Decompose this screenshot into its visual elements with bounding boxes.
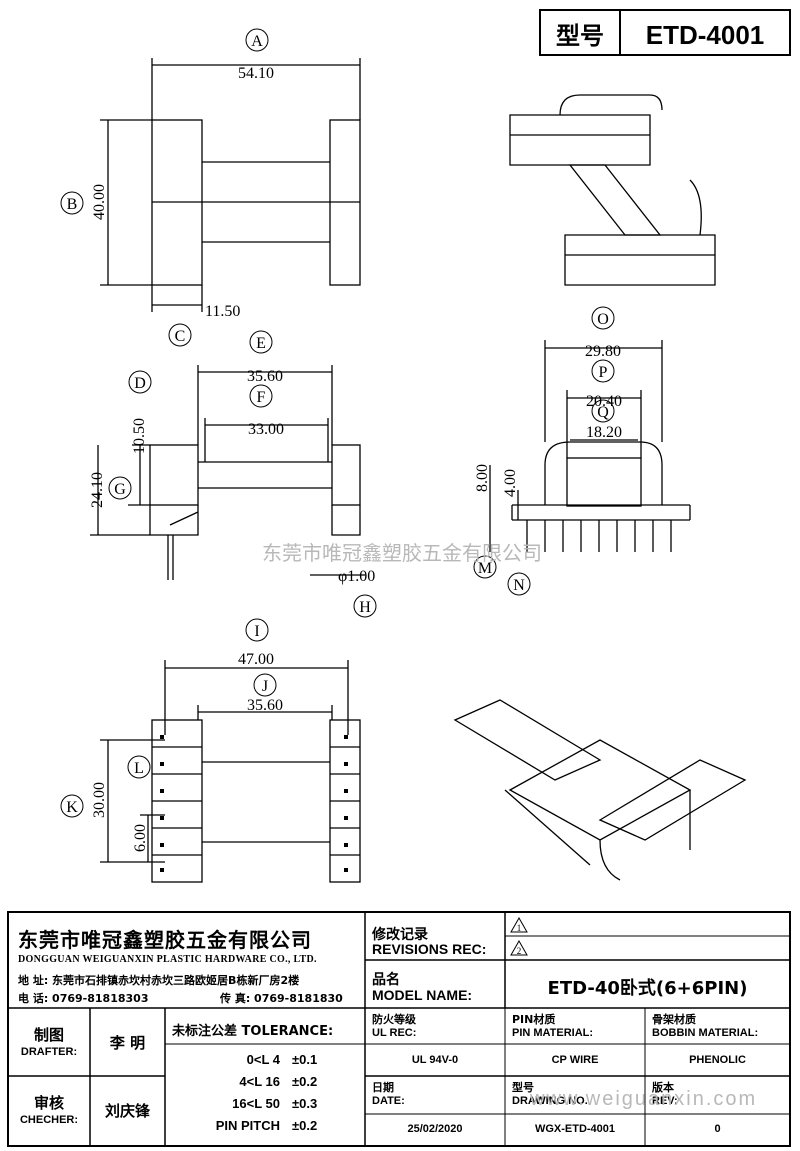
company-name-cn: 东莞市唯冠鑫塑胶五金有限公司 — [18, 928, 312, 952]
label-b: B — [67, 196, 78, 213]
company-address: 地 址: 东莞市石排镇赤坎村赤坎三路欧姬居B栋新厂房2楼 — [18, 974, 300, 987]
pin-dots — [160, 735, 348, 872]
revision-1-number: 1 — [517, 923, 522, 933]
dim-b-value: 40.00 — [91, 184, 108, 220]
bobbin-label-en: BOBBIN MATERIAL: — [652, 1027, 759, 1039]
tolerance-row-4-value: ±0.2 — [292, 1118, 318, 1133]
model-name-value: ETD-40卧式(6+6PIN) — [547, 978, 748, 999]
tolerance-row-2-range: 4<L 16 — [239, 1074, 280, 1089]
tolerance-row-3-range: 16<L 50 — [232, 1096, 280, 1111]
bobbin-value: PHENOLIC — [689, 1054, 746, 1066]
company-phone: 电 话: 0769-81818303 — [18, 992, 149, 1005]
date-label-cn: 日期 — [372, 1081, 394, 1094]
view-end-bobbin — [489, 340, 691, 552]
header-box: 型号 ETD-4001 — [539, 9, 791, 56]
drawing-label-en: DRAWING NO. — [512, 1095, 588, 1107]
title-block: 1 2 东莞市唯冠鑫塑胶五金有限公司 DONGGUAN WEIGUANXIN P… — [0, 908, 800, 1151]
model-title-cn: 品名 — [372, 972, 400, 988]
tolerance-title: 未标注公差 TOLERANCE: — [172, 1024, 334, 1039]
checker-label-cn: 审核 — [33, 1094, 64, 1112]
dim-h-value: φ1.00 — [338, 568, 375, 585]
pin-label-en: PIN MATERIAL: — [512, 1027, 594, 1039]
header-model-value: ETD-4001 — [646, 20, 765, 50]
drafter-label-en: DRAFTER: — [20, 1046, 78, 1058]
dim-a-value: 54.10 — [238, 65, 274, 82]
dim-n-value: 4.00 — [502, 469, 519, 497]
technical-drawing: 型号 ETD-4001 — [60, 9, 791, 883]
title-block-grid: 1 2 — [7, 911, 791, 1147]
company-name-en: DONGGUAN WEIGUANXIN PLASTIC HARDWARE CO.… — [18, 954, 317, 965]
label-o: O — [597, 311, 609, 328]
tolerance-row-2-value: ±0.2 — [292, 1074, 318, 1089]
ul-label-en: UL REC: — [372, 1027, 417, 1039]
isometric-view-lower — [453, 699, 747, 881]
watermark-center: 东莞市唯冠鑫塑胶五金有限公司 — [262, 541, 542, 565]
label-j: J — [262, 678, 268, 695]
watermark-url: www.weiguanxin.com — [530, 1088, 758, 1110]
label-q: Q — [597, 404, 609, 421]
dim-k-value: 30.00 — [91, 782, 108, 818]
drafter-label-cn: 制图 — [33, 1026, 64, 1044]
view-bottom-bobbin — [100, 660, 361, 883]
model-title-en: MODEL NAME: — [372, 987, 473, 1003]
date-value: 25/02/2020 — [407, 1123, 463, 1135]
rev-label-cn: 版本 — [652, 1081, 674, 1094]
label-d: D — [134, 375, 146, 392]
bobbin-label-cn: 骨架材质 — [652, 1013, 696, 1026]
tolerance-row-1-value: ±0.1 — [292, 1052, 318, 1067]
dim-m-value: 8.00 — [474, 464, 491, 492]
drafter-name: 李 明 — [109, 1034, 146, 1052]
dim-q-value: 18.20 — [586, 424, 622, 441]
rev-value: 0 — [714, 1123, 721, 1135]
label-n: N — [513, 577, 525, 594]
label-g: G — [114, 481, 126, 498]
ul-value: UL 94V-0 — [411, 1054, 459, 1066]
label-a: A — [251, 33, 263, 50]
dim-o-value: 29.80 — [585, 343, 621, 360]
dim-c-value: 11.50 — [205, 303, 240, 320]
pin-value: CP WIRE — [551, 1054, 599, 1066]
label-k: K — [66, 799, 78, 816]
rev-label-en: REV: — [652, 1095, 678, 1107]
dim-l-value: 6.00 — [132, 824, 149, 852]
dim-i-value: 47.00 — [238, 651, 274, 668]
dim-e-value: 35.60 — [247, 368, 283, 385]
revision-2-number: 2 — [517, 946, 522, 956]
label-h: H — [359, 599, 371, 616]
isometric-view-upper — [509, 94, 716, 286]
revisions-title-en: REVISIONS REC: — [372, 941, 487, 957]
checker-label-en: CHECHER: — [19, 1114, 79, 1126]
pin-label-cn: PIN材质 — [512, 1013, 556, 1026]
date-label-en: DATE: — [372, 1095, 405, 1107]
header-model-label: 型号 — [556, 22, 604, 50]
view-side-bobbin — [90, 365, 365, 580]
tolerance-row-4-range: PIN PITCH — [215, 1118, 280, 1133]
checker-name: 刘庆锋 — [104, 1102, 150, 1120]
label-e: E — [256, 335, 266, 352]
ul-label-cn: 防火等级 — [372, 1013, 416, 1026]
drawing-value: WGX-ETD-4001 — [534, 1123, 616, 1135]
tolerance-row-1-range: 0<L 4 — [246, 1052, 280, 1067]
dim-g-value: 24.10 — [89, 472, 106, 508]
revisions-title-cn: 修改记录 — [372, 927, 428, 943]
label-c: C — [175, 328, 186, 345]
label-m: M — [478, 560, 492, 577]
tolerance-row-3-value: ±0.3 — [292, 1096, 318, 1111]
label-i: I — [254, 623, 259, 640]
dim-f-value: 33.00 — [248, 421, 284, 438]
drawing-label-cn: 型号 — [512, 1081, 534, 1094]
label-l: L — [134, 760, 144, 777]
view-top-bobbin — [100, 58, 361, 312]
dim-d-value: 10.50 — [131, 418, 148, 454]
dim-j-value: 35.60 — [247, 697, 283, 714]
label-f: F — [257, 389, 266, 406]
company-fax: 传 真: 0769-8181830 — [220, 992, 343, 1005]
label-p: P — [599, 364, 608, 381]
